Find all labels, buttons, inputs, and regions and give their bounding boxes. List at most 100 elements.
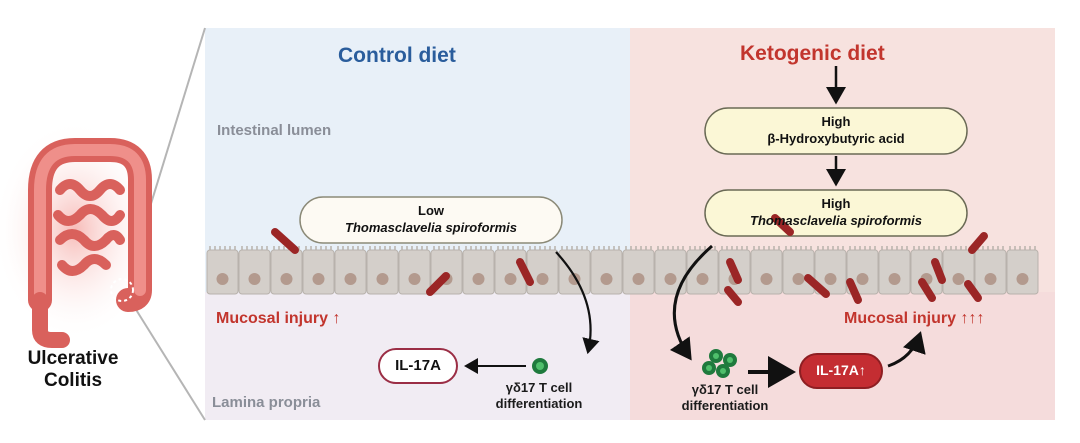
cell-nucleus [344,273,357,286]
microvilli [497,246,524,250]
epithelial-cell [238,249,271,295]
epithelial-cell [974,249,1007,295]
cell-nucleus [760,273,773,286]
microvilli [561,246,588,250]
keto-bacteria-name: Thomasclavelia spiroformis [750,213,922,228]
microvilli [305,246,332,250]
control-il17a-box [378,348,458,384]
cell-nucleus [888,273,901,286]
keto-bacteria-pill-bg [704,189,968,237]
cell-nucleus [312,273,325,286]
control-tcell [532,358,548,374]
bacterium [964,280,982,302]
cell-nucleus [504,273,517,286]
cell-nucleus [408,273,421,286]
control-tcell-label: γδ17 T cell differentiation [474,380,604,412]
keto-tcell-cluster [702,349,737,378]
control-bacteria-level: Low [418,203,444,218]
microvilli [1009,246,1036,250]
microvilli [913,246,940,250]
cell-nucleus [248,273,261,286]
cell-nucleus [856,273,869,286]
bacterium [726,258,742,284]
control-diet-title: Control diet [338,44,456,67]
bacterium [804,274,830,298]
cell-nucleus [952,273,965,286]
epithelial-cell [270,249,303,295]
arrow-control-bacteria-to-tcell [555,251,600,355]
metabolite-name: β-Hydroxybutyric acid [767,131,905,146]
keto-tcell-label-line1: γδ17 T cell [691,382,759,397]
cell-nucleus [824,273,837,286]
keto-il17a-box [799,353,883,389]
microvilli [433,246,460,250]
epithelial-cell [462,249,495,295]
cell-nucleus [216,273,229,286]
epithelial-cell [1006,249,1039,295]
zoom-line-bottom [129,299,206,421]
arrow-keto-bacteria-to-tcell [669,244,713,361]
bacterium [918,278,936,302]
microvilli [753,246,780,250]
keto-tcell-label-line2: differentiation [681,398,769,413]
epithelial-cell [206,249,239,295]
bacterium [426,272,450,296]
microvilli [209,246,236,250]
microvilli [817,246,844,250]
cell-nucleus [696,273,709,286]
microvilli [721,246,748,250]
bacterium [846,278,862,304]
metabolite-pill: High β-Hydroxybutyric acid [705,113,967,147]
microvilli [241,246,268,250]
microvilli [657,246,684,250]
cell-nucleus [536,273,549,286]
control-bacteria-pill: Low Thomasclavelia spiroformis [300,202,562,236]
intestinal-lumen-label: Intestinal lumen [217,122,332,139]
epithelial-cell [558,249,591,295]
bacterium [724,286,742,306]
epithelial-cell [654,249,687,295]
cell-nucleus [600,273,613,286]
cell-nucleus [664,273,677,286]
colon-illustration [0,120,157,348]
microvilli [593,246,620,250]
cell-nucleus [472,273,485,286]
microvilli [849,246,876,250]
bacterium [516,258,534,286]
control-il17a-label: IL-17A [395,357,441,374]
disease-line1: Ulcerative [27,348,119,369]
bacterium [931,258,946,284]
control-bacteria-name: Thomasclavelia spiroformis [345,220,517,235]
metabolite-level: High [821,114,851,129]
epithelial-cell [750,249,783,295]
microvilli [689,246,716,250]
microvilli [401,246,428,250]
keto-il17a-label: IL-17A↑ [816,362,866,378]
epithelial-cell [590,249,623,295]
bacterium [771,214,794,236]
keto-bacteria-level: High [821,196,851,211]
epithelial-cell [334,249,367,295]
microvilli [529,246,556,250]
cell-nucleus [1016,273,1029,286]
microvilli [465,246,492,250]
control-tcell-label-line1: γδ17 T cell [505,380,573,395]
epithelial-cell [814,249,847,295]
cell-nucleus [632,273,645,286]
keto-mucosal-injury: Mucosal injury ↑↑↑ [844,310,985,327]
disease-line2: Colitis [43,370,103,391]
cell-nucleus [376,273,389,286]
control-bacteria-pill-bg [299,196,563,244]
cell-nucleus [280,273,293,286]
control-mucosal-injury: Mucosal injury ↑ [216,310,341,327]
arrow-il17a-to-injury [887,331,926,368]
microvilli [945,246,972,250]
keto-tcell-label: γδ17 T cell differentiation [660,382,790,414]
epithelial-cell [398,249,431,295]
epithelial-cell [302,249,335,295]
epithelial-cell [366,249,399,295]
bacterium [968,232,988,254]
bacterium [271,228,299,254]
